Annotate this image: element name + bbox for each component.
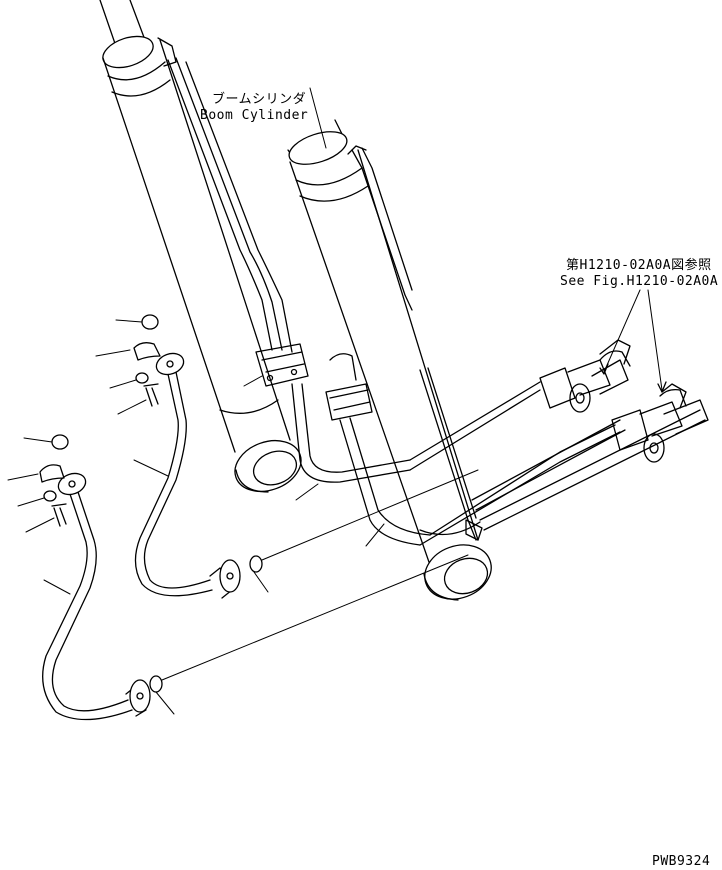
bolt-part bbox=[143, 383, 159, 407]
boom-cylinder-label-jp: ブームシリンダ bbox=[212, 92, 307, 107]
right-boom-cylinder bbox=[287, 119, 492, 601]
left-boom-cylinder bbox=[99, 0, 309, 493]
o-ring-part bbox=[141, 314, 159, 330]
o-ring-lower bbox=[149, 675, 163, 693]
see-fig-label-en: See Fig.H1210-02A0A bbox=[560, 274, 719, 289]
o-ring-upper bbox=[249, 555, 263, 573]
leader-lines bbox=[155, 87, 667, 715]
upper-hose-assembly bbox=[134, 352, 263, 599]
left-cylinder-bent-pipe bbox=[291, 383, 411, 483]
long-tubes bbox=[409, 339, 709, 546]
split-flange-part bbox=[133, 342, 161, 361]
washer-part bbox=[135, 372, 149, 384]
lower-hose-assembly bbox=[42, 472, 163, 721]
boom-cylinder-label-en: Boom Cylinder bbox=[200, 108, 309, 123]
drawing-number: PWB9324 bbox=[652, 854, 711, 869]
see-fig-label-jp: 第H1210-02A0A図参照 bbox=[566, 258, 712, 273]
